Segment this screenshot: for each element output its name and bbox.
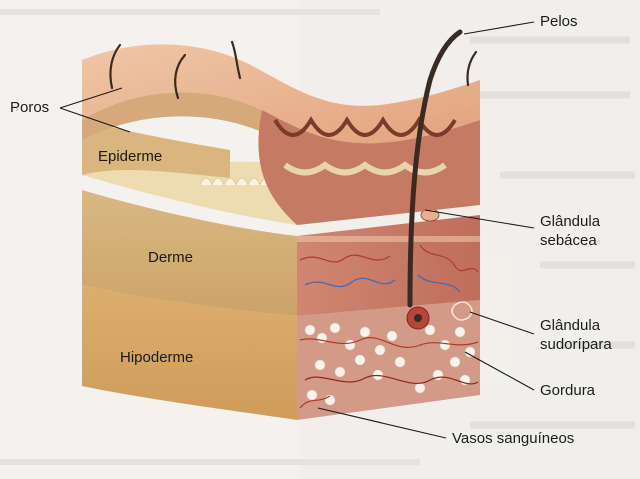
label-glandula-sudoripara-1: Glândula [540, 317, 601, 334]
label-epiderme: Epiderme [98, 148, 162, 165]
label-pelos: Pelos [540, 13, 578, 30]
blood-vessels [299, 244, 479, 409]
leader-lines [59, 21, 535, 439]
fat-cells [304, 322, 476, 406]
label-derme: Derme [148, 249, 193, 266]
sweat-gland [406, 301, 473, 330]
epidermis-layer [82, 44, 480, 225]
label-vasos-sanguineos: Vasos sanguíneos [452, 430, 574, 447]
dermis-layer [82, 190, 480, 316]
label-glandula-sebacea-2: sebácea [540, 232, 597, 249]
label-hipoderme: Hipoderme [120, 349, 193, 366]
hairs [109, 29, 478, 308]
label-poros: Poros [10, 99, 49, 116]
label-glandula-sebacea-1: Glândula [540, 213, 601, 230]
label-glandula-sudoripara-2: sudorípara [540, 336, 612, 353]
label-gordura: Gordura [540, 382, 596, 399]
